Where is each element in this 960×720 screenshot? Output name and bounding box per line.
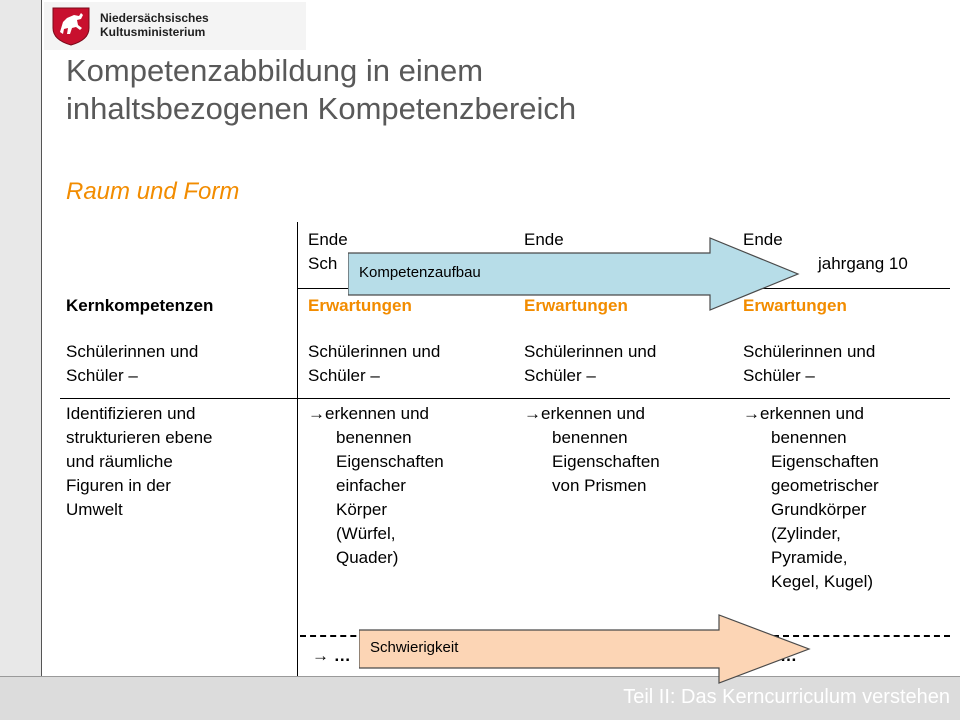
label-erwartungen-col-3: Erwartungen [524,296,628,315]
table-vertical-line [297,222,298,676]
logo-line-1: Niedersächsisches [100,11,209,25]
footer-text: Teil II: Das Kerncurriculum verstehen [623,686,950,708]
label-kernkompetenzen: Kernkompetenzen [66,296,214,315]
erwartung-line: benennen [552,428,628,447]
header-col-3: Ende [524,228,724,252]
erwartung-col-4-first-line: →erkennen und [743,404,864,423]
header-col-4: Ende jahrgang 10 [743,228,953,276]
kernkompetenz-text: Identifizieren und strukturieren ebene u… [66,402,286,522]
label-erwartungen-col-4: Erwartungen [743,296,847,315]
section-subtitle: Raum und Form [66,178,240,205]
erwartung-col-3-first-line: →erkennen und [524,404,645,423]
erwartung-line: benennen [771,428,847,447]
footer-bar [0,676,960,720]
table-row-divider [60,398,950,399]
erwartung-line: (Würfel, [336,524,396,543]
erwartung-line: Quader) [336,548,399,567]
lower-saxony-crest-icon [52,7,90,46]
erwartung-col-4: →erkennen und benennen Eigenschaften geo… [743,402,953,594]
kernkompetenz-line: Identifizieren und [66,404,196,423]
subject-col-3-line-1: Schülerinnen und [524,342,657,361]
erwartung-col-2-first-line: →erkennen und [308,404,429,423]
ministry-logo: Niedersächsisches Kultusministerium [44,2,306,50]
kernkompetenz-line: strukturieren ebene [66,428,213,447]
continuation-left: → … [312,646,351,665]
footer-divider [0,676,960,677]
erwartung-line: benennen [336,428,412,447]
left-sidebar-bar [0,0,41,720]
erwartung-col-3: →erkennen und benennen Eigenschaften von… [524,402,724,498]
title-line-1: Kompetenzabbildung in einem [66,53,484,88]
kompetenzaufbau-arrow [348,237,800,311]
erwartung-line: Eigenschaften [552,452,660,471]
subject-col-1-line-1: Schülerinnen und [66,342,199,361]
subject-col-4: Schülerinnen und Schüler – [743,340,953,388]
subject-col-2-line-1: Schülerinnen und [308,342,441,361]
header-col-3-line-1: Ende [524,230,564,249]
subject-col-2-line-2: Schüler – [308,366,380,385]
subject-col-1: Schülerinnen und Schüler – [66,340,286,388]
subject-col-3-line-2: Schüler – [524,366,596,385]
erwartung-line: Körper [336,500,388,519]
kompetenzaufbau-label: Kompetenzaufbau [359,264,481,281]
subject-col-4-line-2: Schüler – [743,366,815,385]
header-col-4-line-2: jahrgang 10 [818,254,908,273]
title-line-2: inhaltsbezogenen Kompetenzbereich [66,91,577,126]
kernkompetenz-line: und räumliche [66,452,173,471]
schwierigkeit-label: Schwierigkeit [370,639,459,656]
erwartung-line: Eigenschaften [336,452,444,471]
erwartung-line: geometrischer [771,476,879,495]
subject-col-3: Schülerinnen und Schüler – [524,340,724,388]
left-divider [41,0,42,720]
logo-text: Niedersächsisches Kultusministerium [100,11,209,39]
erwartung-col-2: →erkennen und benennen Eigenschaften ein… [308,402,508,570]
erwartung-line: Pyramide, [771,548,848,567]
erwartung-line: (Zylinder, [771,524,841,543]
subject-col-4-line-1: Schülerinnen und [743,342,876,361]
header-col-2-line-2: Sch [308,254,338,273]
subject-col-2: Schülerinnen und Schüler – [308,340,508,388]
label-erwartungen-col-2: Erwartungen [308,296,412,315]
header-col-4-line-1: Ende [743,230,783,249]
kernkompetenz-line: Figuren in der [66,476,171,495]
header-col-2-line-1: Ende [308,230,348,249]
logo-line-2: Kultusministerium [100,25,206,39]
erwartung-line: einfacher [336,476,406,495]
kernkompetenz-line: Umwelt [66,500,123,519]
erwartung-line: Kegel, Kugel) [771,572,874,591]
erwartung-line: Eigenschaften [771,452,879,471]
schwierigkeit-arrow [359,614,811,684]
erwartung-line: Grundkörper [771,500,867,519]
subject-col-1-line-2: Schüler – [66,366,138,385]
erwartung-line: von Prismen [552,476,647,495]
page-title: Kompetenzabbildung in einem inhaltsbezog… [66,52,576,128]
header-col-2: Ende Sch [308,228,508,276]
